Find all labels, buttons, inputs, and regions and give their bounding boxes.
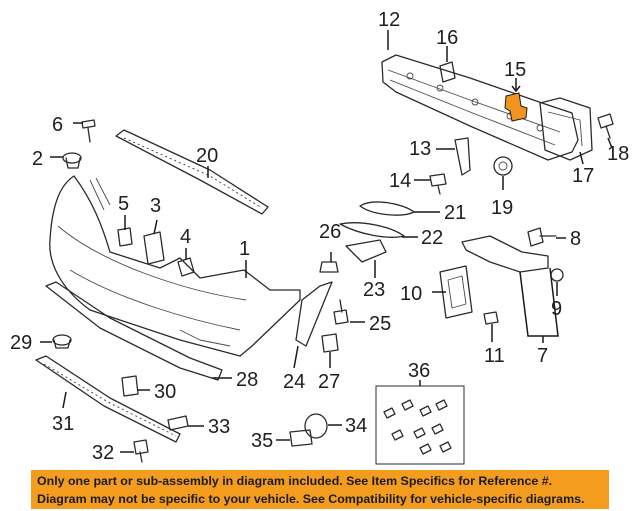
part-32-bolt xyxy=(133,439,149,463)
callout-24: 24 xyxy=(283,371,305,393)
callout-35: 35 xyxy=(251,430,273,452)
part-10-bracket xyxy=(439,265,473,319)
part-15-highlighted-bracket xyxy=(504,92,528,122)
callout-13: 13 xyxy=(409,138,431,160)
callout-2: 2 xyxy=(32,148,43,170)
callout-4: 4 xyxy=(180,226,191,248)
disclaimer-banner: Only one part or sub-assembly in diagram… xyxy=(31,470,609,509)
part-8-bolt xyxy=(527,227,557,247)
callout-34: 34 xyxy=(345,415,367,437)
leader-7 xyxy=(519,267,559,343)
callout-22: 22 xyxy=(421,227,443,249)
callout-36: 36 xyxy=(408,360,430,382)
part-24-side-bracket xyxy=(295,281,333,347)
callout-31: 31 xyxy=(52,413,74,435)
leader-31 xyxy=(62,391,67,409)
part-5-bracket xyxy=(117,227,133,247)
callout-3: 3 xyxy=(150,195,161,217)
callout-32: 32 xyxy=(92,442,114,464)
callout-1: 1 xyxy=(239,238,250,260)
callout-19: 19 xyxy=(491,197,513,219)
part-25-screw xyxy=(333,299,349,325)
part-30-bracket xyxy=(121,375,139,397)
part-1-bumper-cover xyxy=(49,175,301,357)
part-3-bracket xyxy=(143,231,165,265)
bumper-exploded-diagram: 12 16 15 18 17 13 14 19 21 22 23 26 20 6… xyxy=(10,9,629,465)
callout-18: 18 xyxy=(607,143,629,165)
part-20-upper-strip xyxy=(115,129,269,215)
disclaimer-line-1: Only one part or sub-assembly in diagram… xyxy=(37,474,553,488)
callout-15: 15 xyxy=(504,59,526,81)
leader-24 xyxy=(293,345,299,369)
part-18-bolt xyxy=(597,113,614,139)
part-14-bolt xyxy=(429,173,447,195)
part-22-garnish xyxy=(339,222,405,238)
part-9-clip xyxy=(550,268,564,282)
leader-17 xyxy=(579,151,584,165)
part-35-pad xyxy=(289,429,313,447)
part-7-side-bracket xyxy=(461,235,549,273)
part-33-clip xyxy=(167,415,189,431)
callout-27: 27 xyxy=(318,371,340,393)
callout-7: 7 xyxy=(537,345,548,367)
callout-10: 10 xyxy=(400,283,422,305)
callout-8: 8 xyxy=(570,228,581,250)
callout-17: 17 xyxy=(572,165,594,187)
part-19-nut xyxy=(493,156,513,176)
callout-30: 30 xyxy=(154,381,176,403)
part-13-bracket xyxy=(454,137,471,176)
part-16-bracket xyxy=(439,61,456,83)
callout-25: 25 xyxy=(369,313,391,335)
part-29-grommet xyxy=(52,334,72,349)
part-17-energy-absorber xyxy=(539,97,593,161)
callout-11: 11 xyxy=(484,345,505,367)
callout-6: 6 xyxy=(52,114,63,136)
leader-3 xyxy=(153,219,158,235)
callout-29: 29 xyxy=(10,332,32,354)
part-31-lower-trim xyxy=(35,355,181,443)
callout-23: 23 xyxy=(363,279,385,301)
part-28-lower-panel xyxy=(45,281,223,381)
callout-20: 20 xyxy=(196,145,218,167)
callout-28: 28 xyxy=(236,369,258,391)
callout-12: 12 xyxy=(378,9,400,31)
disclaimer-line-2: Diagram may not be specific to your vehi… xyxy=(37,492,585,506)
part-12-bumper-reinforcement xyxy=(381,54,579,161)
callout-9: 9 xyxy=(551,298,562,320)
part-34-cap xyxy=(304,413,328,439)
callout-33: 33 xyxy=(208,416,230,438)
callout-numbers: 12 16 15 18 17 13 14 19 21 22 23 26 20 6… xyxy=(10,9,629,464)
callout-26: 26 xyxy=(319,221,341,243)
leader-18 xyxy=(607,137,613,149)
part-27-clip xyxy=(321,333,339,353)
part-4-screw xyxy=(177,257,195,277)
part-21-reflector xyxy=(359,201,415,216)
leader-lines xyxy=(40,30,613,453)
callout-16: 16 xyxy=(436,27,458,49)
part-6-stud xyxy=(81,119,96,143)
part-2-grommet xyxy=(62,152,82,169)
part-11-bolt xyxy=(483,311,499,325)
part-26-clip xyxy=(319,261,339,273)
callout-21: 21 xyxy=(444,202,466,224)
leader-15 xyxy=(511,78,521,93)
part-36-hardware-kit xyxy=(375,385,465,465)
callout-5: 5 xyxy=(118,193,129,215)
part-23-bracket xyxy=(345,239,387,263)
callout-14: 14 xyxy=(389,170,411,192)
